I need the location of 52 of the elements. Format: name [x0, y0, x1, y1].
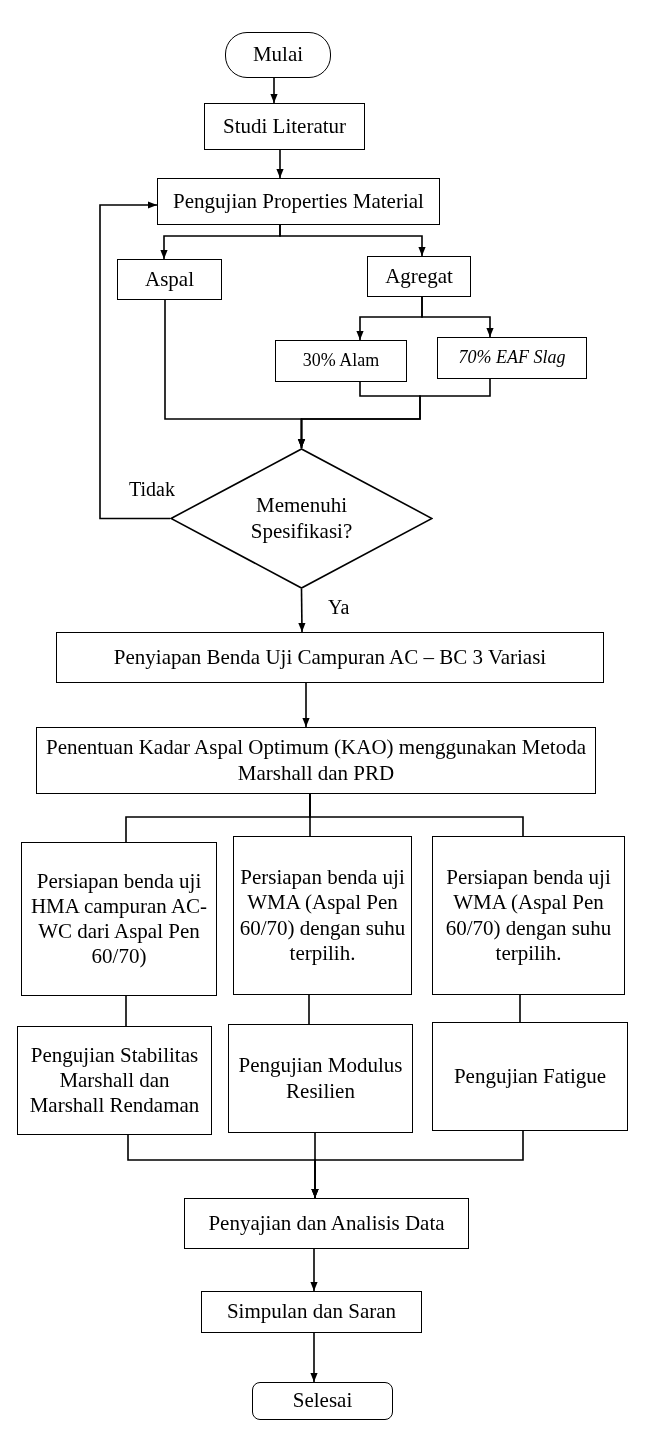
step-text: Pengujian Properties Material	[173, 188, 424, 215]
step-text: Penentuan Kadar Aspal Optimum (KAO) menggunakan Metoda Marshall dan PRD	[44, 735, 587, 786]
step-text: Agregat	[385, 263, 453, 290]
arrow	[297, 378, 491, 449]
process-box	[367, 256, 471, 297]
process-box	[437, 337, 587, 379]
step-text: Persiapan benda uji WMA (Aspal Pen 60/70) dengan suhu terpilih.	[444, 865, 613, 966]
arrow	[270, 77, 278, 104]
process-box	[228, 1024, 413, 1133]
step-text: Studi Literatur	[222, 113, 347, 140]
arrow	[311, 1130, 524, 1199]
process-box	[275, 340, 407, 382]
step-text: Pengujian Stabilitas Marshall dan Marshall Rendaman	[28, 1042, 201, 1119]
decision-text: Memenuhi Spesifikasi?	[249, 493, 354, 544]
connector-line	[125, 995, 127, 1027]
step-text: Simpulan dan Saran	[226, 1299, 397, 1325]
process-box	[117, 259, 222, 300]
arrow	[99, 201, 171, 520]
step-text: 30% Alam	[302, 350, 380, 372]
process-box	[17, 1026, 212, 1135]
arrow	[298, 588, 306, 633]
process-box	[432, 836, 625, 995]
arrow	[302, 682, 310, 728]
arrow	[310, 1332, 318, 1383]
process-box	[204, 103, 365, 150]
step-text: 70% EAF Slag	[458, 347, 566, 369]
step-text: Pengujian Modulus Resilien	[237, 1053, 404, 1104]
connector-line	[308, 994, 310, 1025]
process-box	[36, 727, 596, 794]
process-box	[56, 632, 604, 683]
terminal-shape	[225, 32, 331, 78]
connector-line	[309, 793, 524, 837]
step-text: Persiapan benda uji HMA campuran AC-WC dari Aspal Pen 60/70)	[29, 868, 209, 970]
terminal-text: Mulai	[252, 42, 304, 68]
process-box	[432, 1022, 628, 1131]
arrow	[276, 149, 284, 179]
process-box	[157, 178, 440, 225]
step-text: Aspal	[145, 266, 194, 293]
terminal-shape	[252, 1382, 393, 1420]
connector-line	[519, 994, 521, 1023]
process-box	[21, 842, 217, 996]
step-text: Pengujian Fatigue	[453, 1063, 607, 1090]
arrow	[310, 1248, 318, 1292]
arrow	[279, 224, 426, 257]
step-text: Persiapan benda uji WMA (Aspal Pen 60/70) dengan suhu terpilih.	[238, 865, 407, 966]
process-box	[233, 836, 412, 995]
arrow	[421, 296, 494, 338]
terminal-text: Selesai	[292, 1388, 353, 1414]
process-box	[184, 1198, 469, 1249]
step-text: Penyiapan Benda Uji Campuran AC – BC 3 Variasi	[113, 644, 547, 671]
process-box	[201, 1291, 422, 1333]
step-text: Penyajian dan Analisis Data	[208, 1210, 445, 1237]
